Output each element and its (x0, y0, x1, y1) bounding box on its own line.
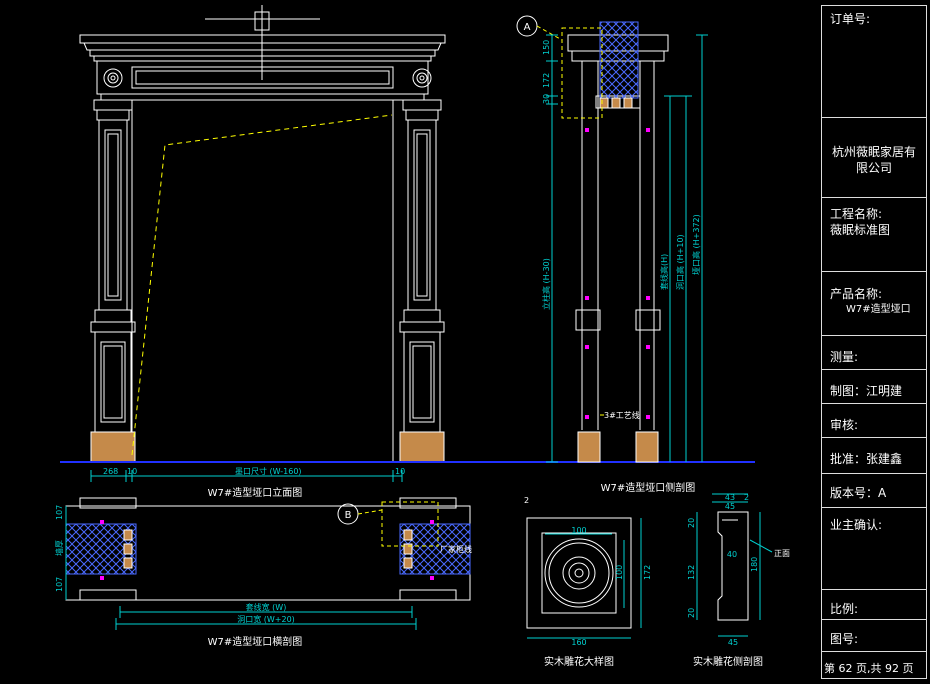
tb-approve: 批准：张建鑫 (830, 452, 903, 466)
dim-rs-d5: 40 (727, 550, 737, 559)
dim-rs-d9: 45 (728, 638, 738, 647)
tb-project-label: 工程名称: (830, 207, 883, 221)
dim-rosette-outer-h: 172 (643, 565, 652, 580)
dim-rs-d8: 180 (750, 557, 759, 572)
tb-review: 审核: (830, 418, 859, 432)
dim-front-left: 268 (103, 467, 118, 476)
tb-scale-row: 比例: (822, 590, 926, 620)
dim-rosette-height: 100 (615, 565, 624, 580)
dim-side-top3: 30 (542, 94, 551, 104)
section-title: W7#造型垭口横剖图 (208, 635, 303, 648)
side-note: 3#工艺线 (604, 410, 640, 420)
tb-drawn: 制图：江明建 (830, 384, 903, 398)
tb-project-value: 薇眠标准图 (830, 223, 891, 237)
tb-owner: 业主确认: (830, 518, 883, 532)
dim-plan-top: 107 (55, 505, 64, 520)
rosette-side-label: 正面 (774, 549, 790, 558)
dim-rs-d2: 2 (744, 493, 749, 502)
side-title: W7#造型垭口侧剖图 (601, 481, 696, 494)
rosette-side-title: 实木雕花侧剖图 (693, 655, 763, 668)
dim-side-h2: 套线高(H) (659, 254, 669, 290)
callout-b-region (381, 501, 439, 547)
dim-rs-d1: 43 (725, 493, 735, 502)
dim-plan-bottom: 107 (55, 577, 64, 592)
plan-magenta-marks (100, 520, 434, 580)
dim-plan-w2: 洞口宽 (W+20) (237, 614, 295, 624)
tb-drawing-no: 图号: (830, 632, 859, 646)
dim-side-h4: 垭口高 (H+372) (691, 214, 701, 275)
tb-product-value: W7#造型垭口 (846, 304, 911, 315)
side-magenta-marks (585, 128, 650, 419)
tb-product-row: 产品名称: W7#造型垭口 (822, 272, 926, 336)
dim-side-h1: 立柱高 (H-30) (541, 258, 551, 310)
dim-rs-d3: 45 (725, 502, 735, 511)
side-wood-blocks (577, 97, 659, 463)
rosette-title: 实木雕花大样图 (544, 655, 614, 668)
callout-a-label: A (524, 22, 531, 33)
tb-survey: 测量: (830, 350, 859, 364)
callout-b-label: B (345, 510, 352, 521)
front-title: W7#造型垭口立面图 (208, 486, 303, 499)
dim-front-opening: 墨口尺寸 (W-160) (235, 466, 302, 476)
rosette-side (717, 511, 749, 621)
front-plinths (90, 431, 445, 463)
dim-front-gap2: 10 (395, 467, 405, 476)
tb-approve-row: 批准：张建鑫 (822, 438, 926, 474)
dim-rosette-outer-w: 160 (571, 638, 586, 647)
dim-rs-d6: 132 (687, 565, 696, 580)
tb-order-row: 订单号: (822, 6, 926, 118)
dim-side-top1: 150 (542, 40, 551, 55)
dim-side-h3: 洞口高 (H+10) (675, 234, 685, 290)
dim-plan-wall: 墙厚 (54, 540, 64, 556)
plan-note: 厂家柜线 (440, 544, 472, 554)
tb-version: 版本号：A (830, 486, 887, 500)
dim-front-gap1: 10 (127, 467, 137, 476)
tb-page: 第 62 页,共 92 页 (824, 662, 914, 675)
tb-company-row: 杭州薇眠家居有限公司 (822, 118, 926, 198)
rosette-side-dimensions (696, 493, 761, 637)
tb-scale: 比例: (830, 602, 859, 616)
tb-page-row: 第 62 页,共 92 页 (822, 652, 926, 680)
side-dimensions (546, 34, 708, 463)
front-elevation (79, 5, 446, 462)
title-block: 订单号: 杭州薇眠家居有限公司 工程名称: 薇眠标准图 产品名称: W7#造型垭… (821, 5, 927, 679)
tb-order-no: 订单号: (830, 12, 871, 26)
rosette-detail (526, 517, 632, 629)
dim-rosette-inner: 100 (571, 526, 586, 535)
side-section (567, 34, 669, 430)
door-swing-guide (131, 114, 393, 456)
tb-company: 杭州薇眠家居有限公司 (831, 145, 916, 175)
tb-survey-row: 测量: (822, 336, 926, 370)
dim-rs-d4: 20 (687, 518, 696, 528)
tb-review-row: 审核: (822, 404, 926, 438)
dim-plan-w1: 套线宽 (W) (246, 602, 287, 612)
side-wall-hatch (599, 21, 639, 99)
plan-wood-left (123, 529, 413, 569)
rosette-dimensions (527, 518, 642, 639)
tb-drawn-row: 制图：江明建 (822, 370, 926, 404)
callout-a-region (561, 27, 603, 119)
tb-project-row: 工程名称: 薇眠标准图 (822, 198, 926, 272)
plan-dimensions (65, 506, 417, 630)
tb-product-label: 产品名称: (830, 287, 883, 301)
tb-version-row: 版本号：A (822, 474, 926, 508)
tb-drawing-no-row: 图号: (822, 620, 926, 652)
rosette-corner: 2 (524, 496, 529, 505)
tb-owner-row: 业主确认: (822, 508, 926, 590)
dim-rs-d7: 20 (687, 608, 696, 618)
dim-side-top2: 172 (542, 73, 551, 88)
front-dimensions (90, 470, 403, 482)
